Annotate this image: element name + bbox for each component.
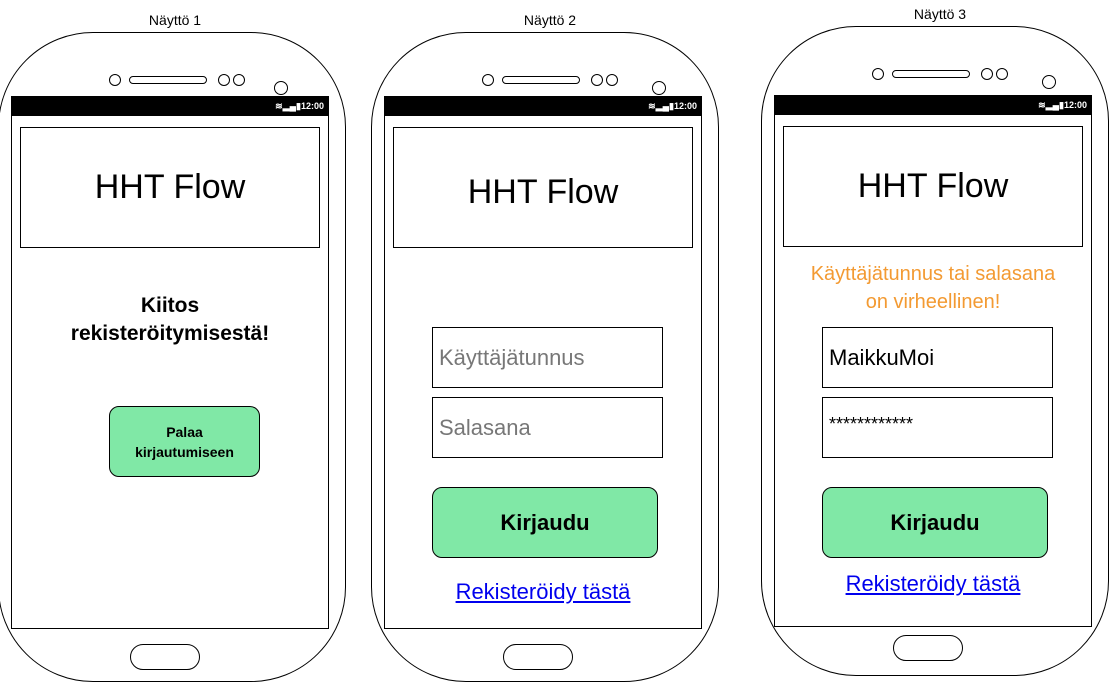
sensor-dot <box>109 74 121 86</box>
login-button[interactable]: Kirjaudu <box>432 487 658 558</box>
error-message: Käyttäjätunnus tai salasana on virheelli… <box>810 263 1056 313</box>
back-to-login-button[interactable]: Palaa kirjautumiseen <box>109 406 260 477</box>
status-time: 12:00 <box>673 101 697 111</box>
home-button[interactable] <box>893 635 963 661</box>
speaker-grille <box>129 76 207 84</box>
home-button[interactable] <box>503 644 573 670</box>
sensor-dot <box>606 74 618 86</box>
app-title: HHT Flow <box>20 127 320 248</box>
register-link[interactable]: Rekisteröidy tästä <box>455 579 631 604</box>
battery-icon: ▮ <box>296 101 301 111</box>
phone-frame: ≋▂▄▮12:00 HHT Flow Kiitos rekisteröitymi… <box>0 32 346 682</box>
password-input[interactable] <box>823 398 1052 457</box>
battery-icon: ▮ <box>669 101 674 111</box>
status-time: 12:00 <box>300 101 324 111</box>
status-bar: ≋▂▄▮12:00 <box>12 97 328 116</box>
status-bar: ≋▂▄▮12:00 <box>385 97 701 116</box>
sensor-dot <box>233 74 245 86</box>
password-input[interactable] <box>433 398 662 457</box>
register-link[interactable]: Rekisteröidy tästä <box>845 571 1021 596</box>
app-title: HHT Flow <box>393 127 693 248</box>
status-bar: ≋▂▄▮12:00 <box>775 96 1091 115</box>
username-input[interactable] <box>823 328 1052 387</box>
status-time: 12:00 <box>1063 100 1087 110</box>
signal-icon: ▂▄ <box>1045 100 1060 110</box>
username-field[interactable] <box>822 327 1053 388</box>
screen-caption: Näyttö 1 <box>148 12 202 28</box>
password-field[interactable] <box>822 397 1053 458</box>
signal-icon: ▂▄ <box>282 101 297 111</box>
sensor-dot <box>218 74 230 86</box>
signal-icon: ▂▄ <box>655 101 670 111</box>
username-input[interactable] <box>433 328 662 387</box>
screen-caption: Näyttö 3 <box>913 6 967 22</box>
sensor-dot <box>872 68 884 80</box>
battery-icon: ▮ <box>1059 100 1064 110</box>
phone-frame: ≋▂▄▮12:00 HHT Flow Kirjaudu Rekisteröidy… <box>371 32 719 682</box>
phone-frame: ≋▂▄▮12:00 HHT Flow Käyttäjätunnus tai sa… <box>761 26 1109 676</box>
speaker-grille <box>502 76 580 84</box>
sensor-dot <box>981 68 993 80</box>
password-field[interactable] <box>432 397 663 458</box>
wifi-icon: ≋ <box>275 101 283 111</box>
front-camera <box>652 81 666 95</box>
phone-display: ≋▂▄▮12:00 HHT Flow Käyttäjätunnus tai sa… <box>774 95 1092 627</box>
screen-caption: Näyttö 2 <box>523 12 577 28</box>
sensor-dot <box>996 68 1008 80</box>
wifi-icon: ≋ <box>648 101 656 111</box>
home-button[interactable] <box>130 644 200 670</box>
username-field[interactable] <box>432 327 663 388</box>
thanks-message: Kiitos rekisteröitymisestä! <box>70 294 270 345</box>
phone-display: ≋▂▄▮12:00 HHT Flow Kirjaudu Rekisteröidy… <box>384 96 702 629</box>
front-camera <box>274 81 288 95</box>
app-title: HHT Flow <box>783 126 1083 247</box>
speaker-grille <box>892 70 970 78</box>
phone-display: ≋▂▄▮12:00 HHT Flow Kiitos rekisteröitymi… <box>11 96 329 629</box>
login-button[interactable]: Kirjaudu <box>822 487 1048 558</box>
wifi-icon: ≋ <box>1038 100 1046 110</box>
sensor-dot <box>591 74 603 86</box>
sensor-dot <box>482 74 494 86</box>
front-camera <box>1042 75 1056 89</box>
